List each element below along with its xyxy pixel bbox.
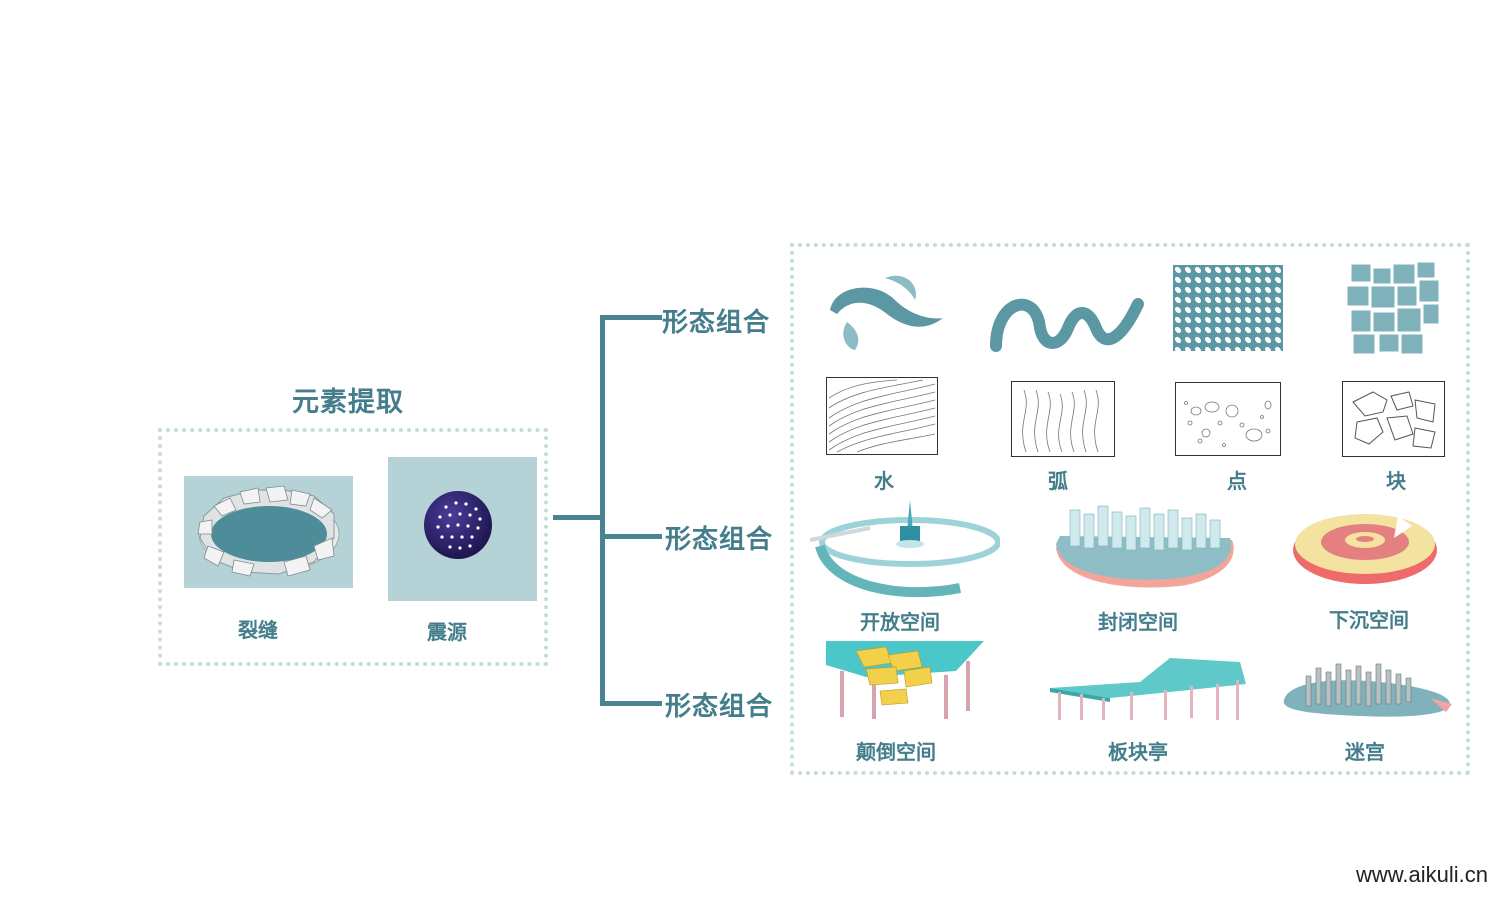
dot-grid-icon <box>1173 265 1283 351</box>
maze-label: 迷宫 <box>1345 740 1385 764</box>
watermark-text: www.aikuli.cn <box>1355 862 1488 887</box>
closed-space-label: 封闭空间 <box>1098 610 1178 634</box>
water-lines-sketch <box>826 377 938 455</box>
arc-label: 弧 <box>1048 469 1068 493</box>
connector-horizontal <box>553 515 605 520</box>
crack-icon <box>184 476 353 588</box>
left-panel-frame <box>158 428 548 666</box>
closed-space-render <box>1050 500 1240 594</box>
left-panel-title: 元素提取 <box>292 387 404 418</box>
branch-label-3: 形态组合 <box>665 692 774 722</box>
branch-label-2: 形态组合 <box>665 525 774 555</box>
arc-lines-sketch <box>1011 381 1115 457</box>
water-label: 水 <box>874 469 894 493</box>
sunken-space-label: 下沉空间 <box>1329 608 1409 632</box>
sphere-icon <box>388 457 537 601</box>
crack-label: 裂缝 <box>238 618 278 642</box>
sunken-space-render <box>1290 510 1440 590</box>
maze-render <box>1280 660 1454 718</box>
sphere-label: 震源 <box>427 620 467 644</box>
open-space-render <box>809 496 1001 600</box>
water-wave-icon <box>825 270 945 352</box>
branch-label-1: 形态组合 <box>662 308 771 338</box>
connector-branch-3 <box>600 701 662 706</box>
connector-branch-1 <box>600 315 662 320</box>
right-panel-frame <box>790 243 1470 775</box>
connector-vertical <box>600 315 605 706</box>
dots-sketch <box>1175 382 1281 456</box>
block-cluster-icon <box>1343 258 1443 358</box>
inverted-space-render <box>826 641 984 719</box>
plate-pavilion-render <box>1050 652 1246 722</box>
dot-label: 点 <box>1227 469 1247 493</box>
connector-branch-2 <box>600 534 662 539</box>
block-label: 块 <box>1386 469 1406 493</box>
inverted-space-label: 颠倒空间 <box>856 740 936 764</box>
arc-wave-icon <box>988 290 1148 352</box>
open-space-label: 开放空间 <box>860 610 940 634</box>
plate-pavilion-label: 板块亭 <box>1108 740 1168 764</box>
blocks-sketch <box>1342 381 1445 457</box>
